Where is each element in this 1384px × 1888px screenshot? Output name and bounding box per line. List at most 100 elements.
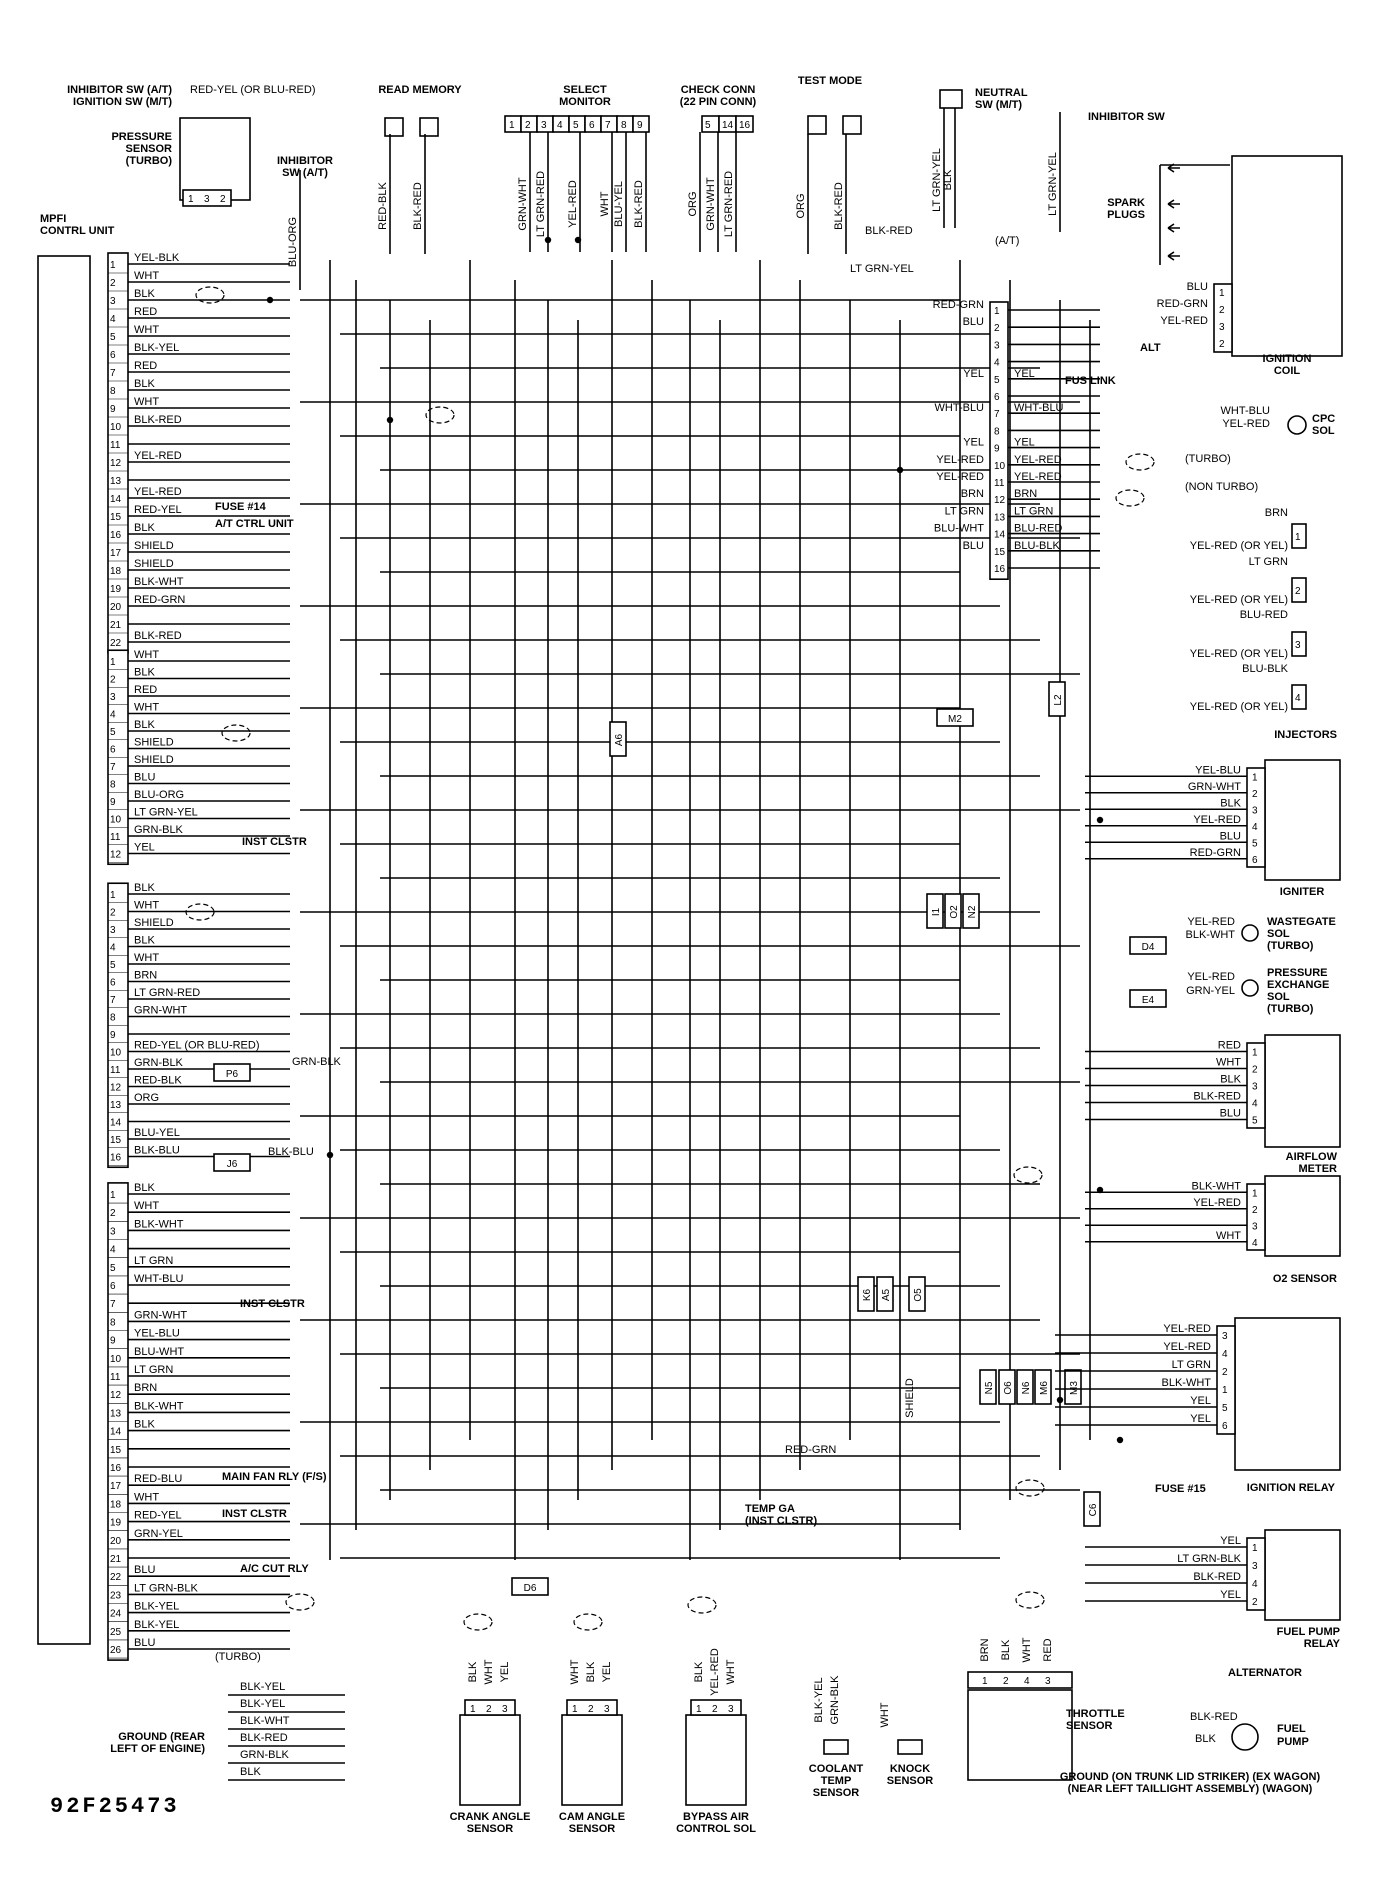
label: 3 bbox=[1252, 1221, 1258, 1232]
label: 5 bbox=[573, 120, 579, 131]
ecu-pin-number: 8 bbox=[110, 386, 116, 397]
splice-label: M3 bbox=[1069, 1381, 1080, 1395]
ecu-c-wire-label: BRN bbox=[134, 970, 157, 982]
header-wire-label: WHT bbox=[599, 191, 611, 216]
ecu-pin-number: 8 bbox=[110, 1317, 116, 1328]
header-wire-label: LT GRN-YEL bbox=[931, 148, 943, 212]
ecu-pin-number: 1 bbox=[110, 1190, 116, 1201]
splice-label: D6 bbox=[524, 1583, 537, 1594]
splice-dot bbox=[1096, 816, 1104, 824]
splice-tag bbox=[998, 1369, 1016, 1405]
shield-marker bbox=[1015, 1591, 1045, 1609]
label: YEL bbox=[963, 368, 984, 380]
label: WHT bbox=[483, 1659, 495, 1684]
cpc-solenoid bbox=[1287, 415, 1307, 435]
ecu-title: CONTRL UNIT bbox=[40, 225, 115, 237]
label: 2 bbox=[486, 1704, 492, 1715]
label: THROTTLE bbox=[1066, 1708, 1125, 1720]
fuel-pump-relay bbox=[1264, 1529, 1341, 1621]
label: BLK-RED bbox=[1190, 1711, 1238, 1723]
splice-tag bbox=[908, 1276, 926, 1312]
label: 2 bbox=[220, 194, 226, 205]
bypass-air-sol bbox=[685, 1714, 747, 1806]
label: BLK bbox=[240, 1766, 261, 1778]
splice-dot bbox=[896, 466, 904, 474]
label: BRN bbox=[961, 488, 984, 500]
splice-tag bbox=[857, 1276, 875, 1312]
ecu-pin-number: 4 bbox=[110, 314, 116, 325]
header-wire-label: BLU-YEL bbox=[613, 181, 625, 227]
label: YEL bbox=[963, 437, 984, 449]
label: YEL bbox=[499, 1662, 511, 1683]
label: SOL bbox=[1312, 425, 1335, 437]
label: YEL-RED bbox=[1163, 1341, 1211, 1353]
label: WHT bbox=[569, 1659, 581, 1684]
splice-label: P6 bbox=[226, 1069, 239, 1080]
ecu-b-wire-label: LT GRN-YEL bbox=[134, 807, 198, 819]
label: YEL-RED bbox=[1193, 814, 1241, 826]
label: 4 bbox=[1252, 822, 1258, 833]
ecu-pin-number: 2 bbox=[110, 1208, 116, 1219]
header-wire-label: BLK-RED bbox=[412, 182, 424, 230]
main-conn-pin: 3 bbox=[994, 340, 1000, 351]
label: YEL-RED bbox=[1187, 916, 1235, 928]
ecu-pin-number: 1 bbox=[110, 260, 116, 271]
label: (TURBO) bbox=[1267, 940, 1314, 952]
ecu-pin-number: 6 bbox=[110, 978, 116, 989]
label: SELECT bbox=[563, 84, 607, 96]
header-wire-label: RED-BLK bbox=[377, 182, 389, 230]
fuel-pump bbox=[1231, 1723, 1259, 1751]
label: YEL-RED bbox=[936, 471, 984, 483]
ecu-a-wire-label: BLK bbox=[134, 288, 155, 300]
splice-label: M2 bbox=[948, 714, 962, 725]
ecu-pin-number: 8 bbox=[110, 1013, 116, 1024]
ecu-c-wire-label: BLK bbox=[134, 935, 155, 947]
label: YEL-RED bbox=[1014, 454, 1062, 466]
ecu-pin-number: 10 bbox=[110, 815, 122, 826]
label: BLK bbox=[1220, 797, 1241, 809]
label: CONTROL SOL bbox=[676, 1823, 756, 1835]
label: YEL bbox=[1220, 1589, 1241, 1601]
ecu-a-wire-label: WHT bbox=[134, 396, 159, 408]
pressure-pins bbox=[182, 189, 232, 207]
ecu-pin-number: 20 bbox=[110, 1536, 122, 1547]
label: YEL-BLU bbox=[1195, 764, 1241, 776]
header-wire-label: BLK-RED bbox=[833, 182, 845, 230]
injector bbox=[1291, 523, 1307, 549]
ecu-d-wire-label: BLU-WHT bbox=[134, 1346, 184, 1358]
label: INJECTORS bbox=[1274, 729, 1337, 741]
label: GROUND (ON TRUNK LID STRIKER) (EX WAGON) bbox=[1060, 1771, 1321, 1783]
label: IGNITION bbox=[1263, 353, 1312, 365]
label: 3 bbox=[204, 194, 210, 205]
ecu-pin-number: 4 bbox=[110, 710, 116, 721]
label: BLK-BLU bbox=[268, 1146, 314, 1158]
label: 2 bbox=[525, 120, 531, 131]
label: YEL-RED bbox=[709, 1648, 721, 1696]
label: KNOCK bbox=[890, 1763, 930, 1775]
label: (INST CLSTR) bbox=[745, 1515, 817, 1527]
label: METER bbox=[1299, 1163, 1338, 1175]
label: BRN bbox=[1014, 488, 1037, 500]
label: YEL-RED (OR YEL) bbox=[1190, 701, 1288, 713]
ecu-pin-number: 11 bbox=[110, 1065, 121, 1076]
label: BLK-YEL bbox=[240, 1681, 285, 1693]
label: 4 bbox=[1252, 1238, 1258, 1249]
label: BLU-BLK bbox=[1014, 540, 1061, 552]
label: INST CLSTR bbox=[240, 1298, 305, 1310]
label: BLK-YEL bbox=[813, 1677, 825, 1722]
igniter-pins bbox=[1246, 767, 1266, 868]
splice-tag bbox=[936, 708, 974, 727]
label: YEL-RED bbox=[1193, 1197, 1241, 1209]
label: SOL bbox=[1267, 928, 1290, 940]
splice-dot bbox=[1116, 1436, 1124, 1444]
ecu-pin-number: 2 bbox=[110, 278, 116, 289]
label: LT GRN-BLK bbox=[1177, 1553, 1241, 1565]
label: (NEAR LEFT TAILLIGHT ASSEMBLY) (WAGON) bbox=[1068, 1783, 1313, 1795]
label: GRN-BLK bbox=[829, 1675, 841, 1725]
label: BLK-WHT bbox=[1186, 929, 1236, 941]
ecu-c-wire-label: ORG bbox=[134, 1092, 159, 1104]
spark-arrow bbox=[1167, 223, 1180, 233]
main-conn-pin: 8 bbox=[994, 426, 1000, 437]
label: SENSOR bbox=[813, 1787, 860, 1799]
splice-tag bbox=[213, 1063, 251, 1082]
